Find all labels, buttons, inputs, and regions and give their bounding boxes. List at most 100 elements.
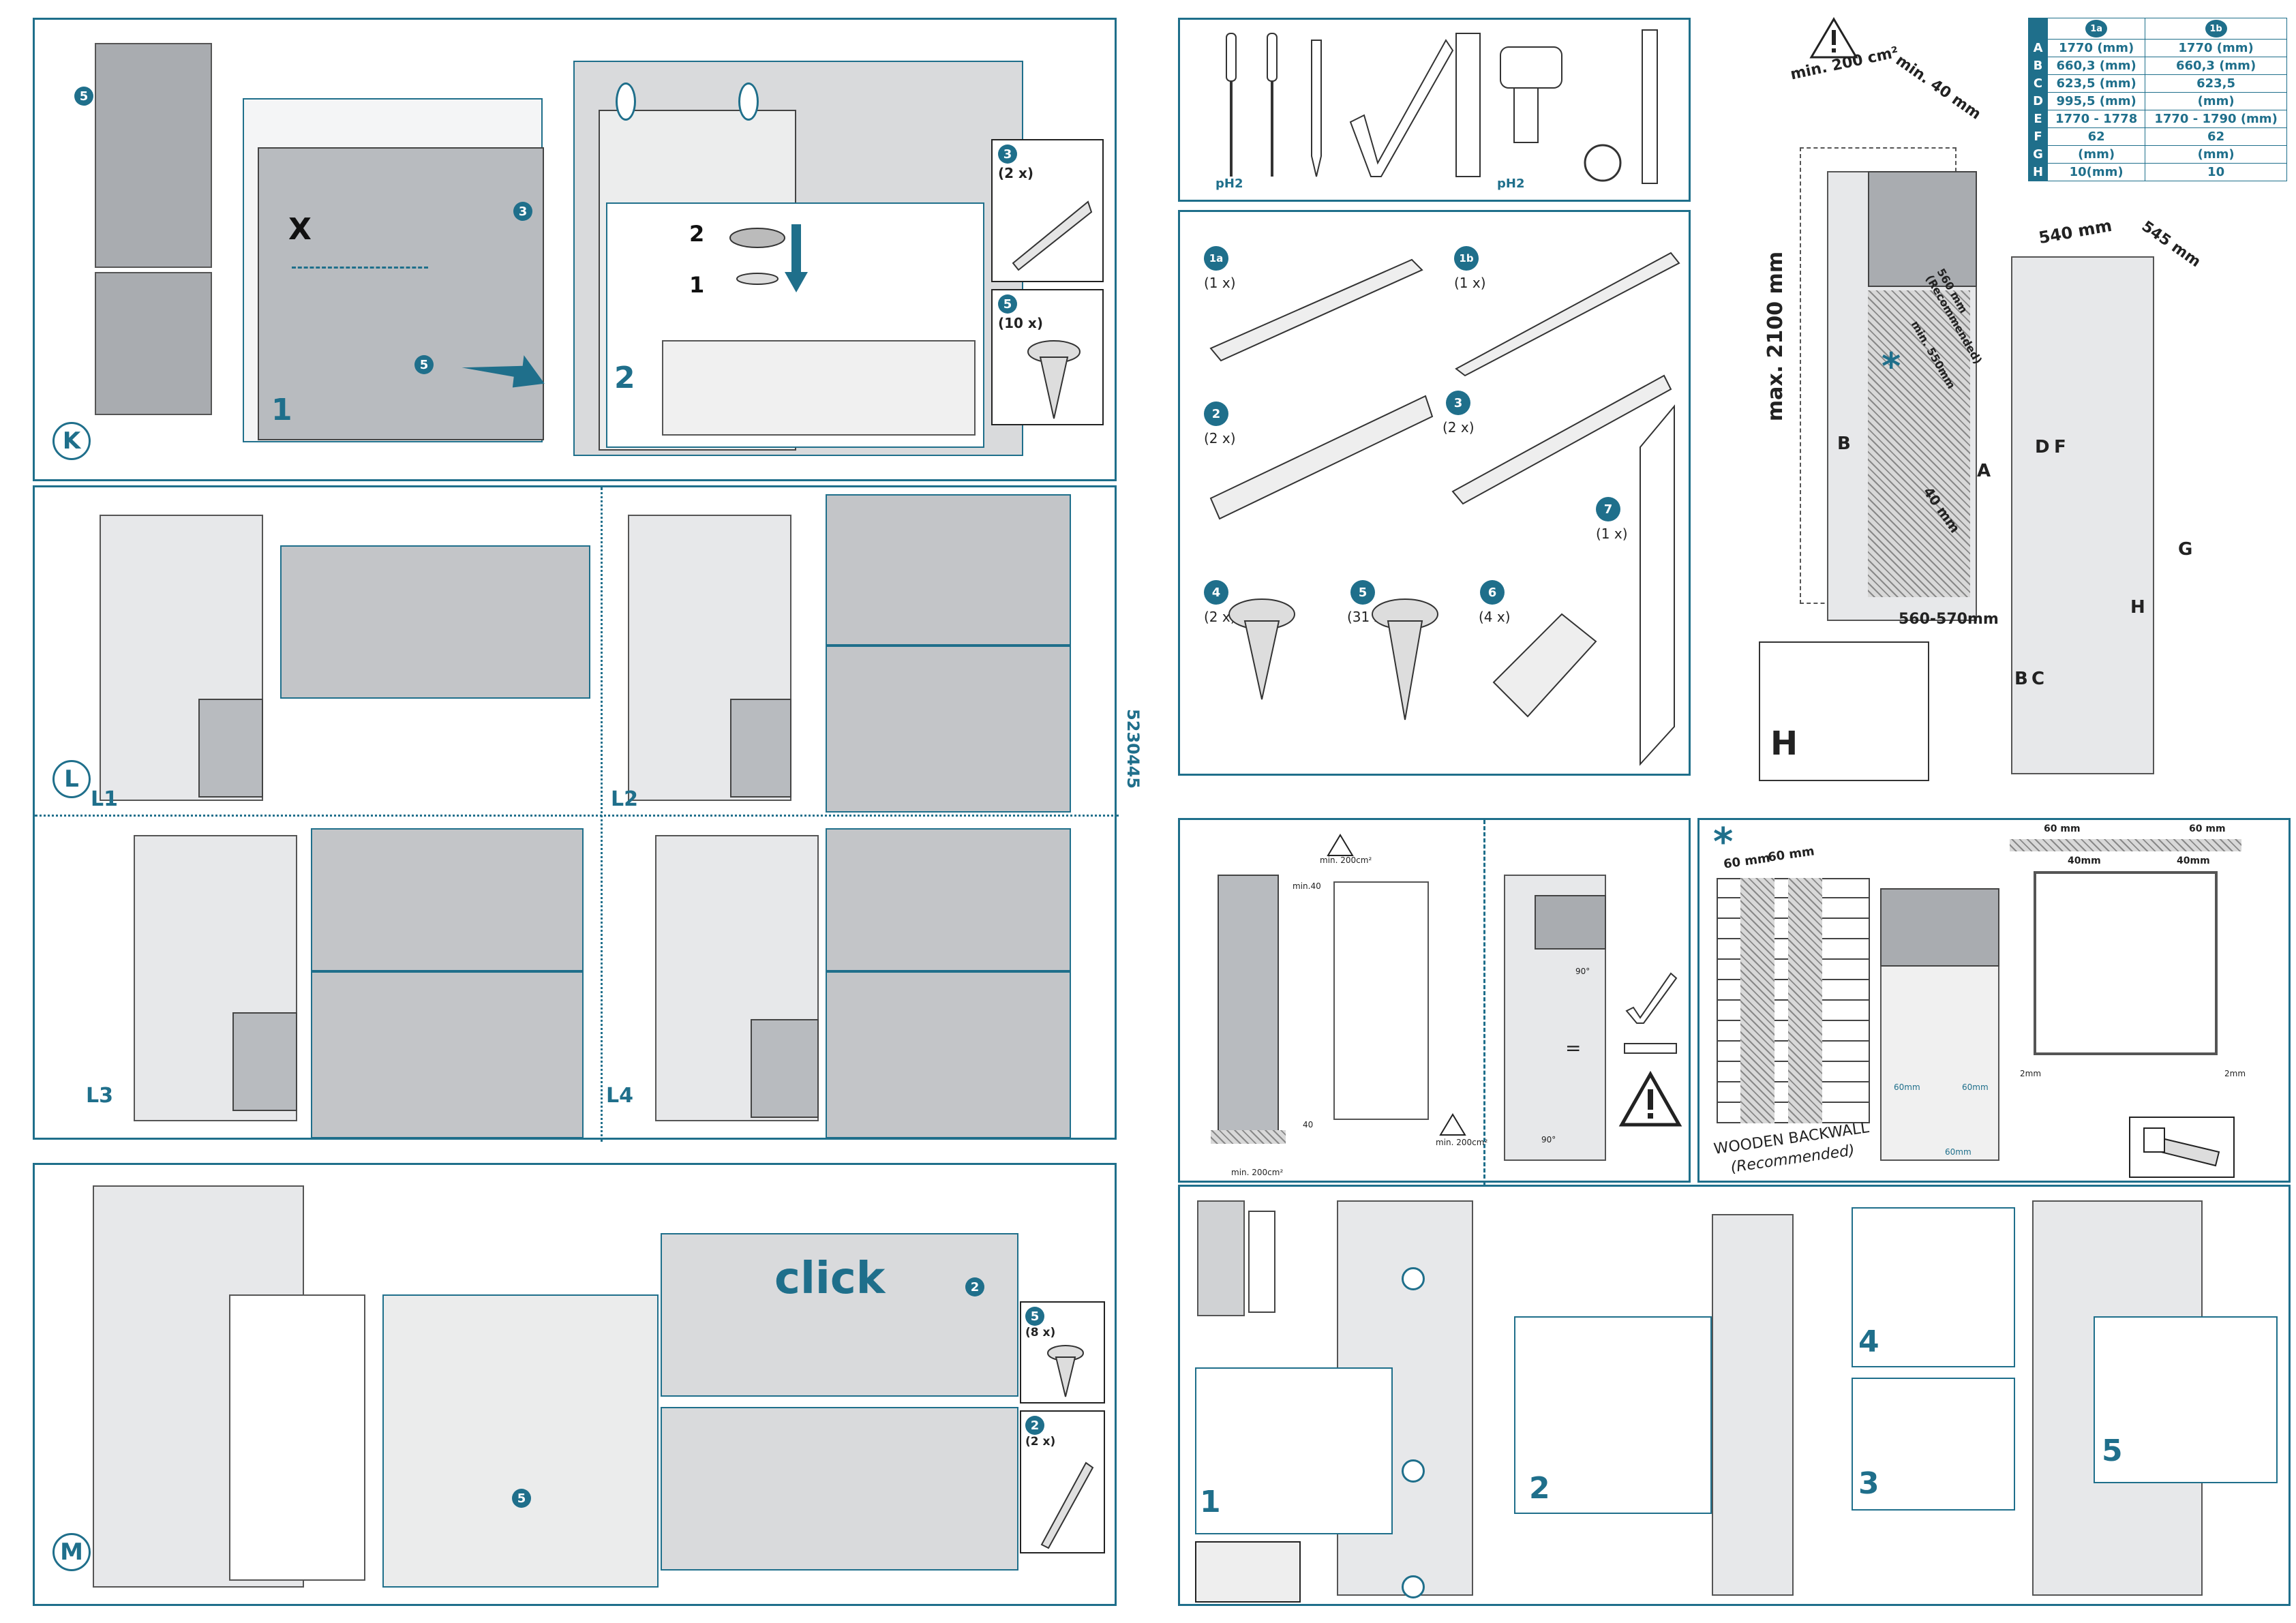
l-divider-h	[35, 815, 1119, 817]
warning-icon	[1809, 17, 1858, 59]
door-step-2-detail: 2	[1514, 1316, 1712, 1514]
dimensions-area: min. 200 cm² min. 40 mm max. 2100 mm * 5…	[1732, 17, 2291, 795]
door-icon-fridge	[1197, 1200, 1245, 1316]
m-screw-detail	[382, 1294, 659, 1588]
vent-40-label: 40	[1303, 1120, 1314, 1129]
section-l-panel: L L1 L2 L3 L4	[33, 485, 1119, 1142]
spec-header-1a: 1a	[2085, 20, 2108, 37]
vent-angle-top: 90°	[1575, 967, 1590, 976]
k-hinge-base	[662, 340, 976, 436]
part-7-strip-icon	[1640, 404, 1675, 766]
k-step-1: 1	[271, 393, 292, 427]
l2-door	[730, 699, 791, 798]
vent-section-outline	[1333, 881, 1429, 1120]
star-mark: *	[1882, 345, 1901, 388]
part-4-screw-icon	[1228, 598, 1295, 700]
k-door-detail	[258, 147, 544, 440]
k-nut-icon	[729, 224, 808, 292]
vent-warning-top-icon	[1327, 834, 1354, 856]
m-cover-strip-icon	[1040, 1461, 1094, 1549]
l2-label: L2	[611, 787, 638, 811]
k-thumb-callout-5: 5	[74, 87, 93, 106]
door-reversal-panel: 1 2 4 3 5	[1178, 1185, 2291, 1606]
ph2-left-label: pH2	[1215, 177, 1243, 191]
k-distance-mark: X	[288, 212, 312, 247]
w540-label: 540 mm	[2037, 215, 2114, 248]
l3-detail-bottom	[311, 971, 584, 1138]
door-step-fridge-mid	[1712, 1214, 1794, 1596]
k-distance-line	[292, 267, 428, 269]
part-1a-icon	[1209, 258, 1423, 362]
vent-bottom-right-label: min. 200cm²	[1436, 1138, 1488, 1147]
part-3-qty: (2 x)	[1442, 419, 1475, 436]
square-ruler-icon	[1349, 39, 1454, 177]
backwall-gap-2-left: 2mm	[2020, 1069, 2042, 1078]
vent-bottom-left-label: min. 200cm²	[1231, 1168, 1284, 1177]
parts-panel: 1a (1 x) 1b (1 x) 2 (2 x) 3 (2 x) 7 (1 x…	[1178, 210, 1691, 776]
vent-equals: =	[1565, 1037, 1582, 1059]
level-icon	[1642, 29, 1658, 184]
letter-b-niche: B	[1837, 434, 1851, 454]
door-hinge-mid	[1402, 1459, 1425, 1483]
door-step-5-detail: 5	[2094, 1316, 2278, 1483]
backwall-side-60-left: 60mm	[1894, 1082, 1920, 1092]
k-part5-num: 5	[998, 294, 1017, 314]
m-screw-icon	[1047, 1345, 1084, 1397]
letter-g: G	[2178, 539, 2193, 560]
k-door-thumbnail-bottom	[95, 272, 212, 415]
m-callout-5: 5	[512, 1489, 531, 1508]
pencil-icon	[1311, 40, 1322, 177]
door-hinge-bottom	[1402, 1575, 1425, 1598]
k-push-arrow	[462, 355, 545, 388]
door-step-4-label: 4	[1858, 1324, 1879, 1359]
m-part5-num: 5	[1025, 1307, 1044, 1326]
door-step-3-detail: 3	[1852, 1378, 2015, 1511]
door-icon-open	[1248, 1211, 1275, 1313]
backwall-bottom-60: 60mm	[1945, 1147, 1972, 1157]
part-5-num: 5	[1350, 580, 1375, 605]
backwall-countertop	[2010, 839, 2241, 851]
k-nut-detail-panel: 2 1 2	[606, 202, 984, 448]
backwall-panel: * 60 mm 60 mm WOODEN BACKWALL (Recommend…	[1697, 818, 2291, 1183]
backwall-top-60-right: 60 mm	[2189, 823, 2226, 834]
door-hinge-top	[1402, 1267, 1425, 1290]
part-7-num: 7	[1596, 497, 1620, 521]
backwall-gap-2: 60 mm	[1766, 844, 1815, 865]
l1-detail	[280, 545, 590, 699]
part-7-qty: (1 x)	[1596, 526, 1628, 542]
l1-door	[198, 699, 263, 798]
part-3-num: 3	[1446, 391, 1470, 415]
k-section-label: K	[52, 422, 91, 460]
backwall-inner-40-left: 40mm	[2068, 855, 2101, 866]
niche-back-panel	[1868, 290, 1970, 597]
door-step-1-detail: 1	[1195, 1367, 1393, 1534]
hinge-detail: H	[1759, 641, 1929, 781]
part-1a-num: 1a	[1204, 246, 1228, 271]
backwall-saw-box	[2129, 1117, 2235, 1178]
m-part5-qty: (8 x)	[1025, 1326, 1056, 1339]
m-part5-box: 5 (8 x)	[1020, 1301, 1105, 1404]
l4-door	[751, 1019, 819, 1118]
door-warning-box	[1195, 1541, 1301, 1603]
part-3-icon	[1451, 374, 1672, 505]
vent-min40-label: min.40	[1293, 881, 1321, 891]
m-part2-box: 2 (2 x)	[1020, 1410, 1105, 1553]
ventilation-panel: min. 200cm² min. 200cm² min.40 40 min. 2…	[1178, 818, 1691, 1185]
k-part3-num: 3	[998, 145, 1017, 164]
backwall-inner-40-right: 40mm	[2177, 855, 2210, 866]
max-height-label: max. 2100 mm	[1764, 251, 1788, 422]
screwdriver-2-icon	[1267, 33, 1278, 177]
section-m-panel: 5 click 2 5 (8 x) 2 (2 x) M	[33, 1163, 1117, 1606]
backwall-gap-2-right: 2mm	[2224, 1069, 2246, 1078]
l4-detail-top	[826, 828, 1071, 971]
l4-detail-bottom	[826, 971, 1071, 1138]
width-range-label: 560-570mm	[1899, 611, 1999, 628]
